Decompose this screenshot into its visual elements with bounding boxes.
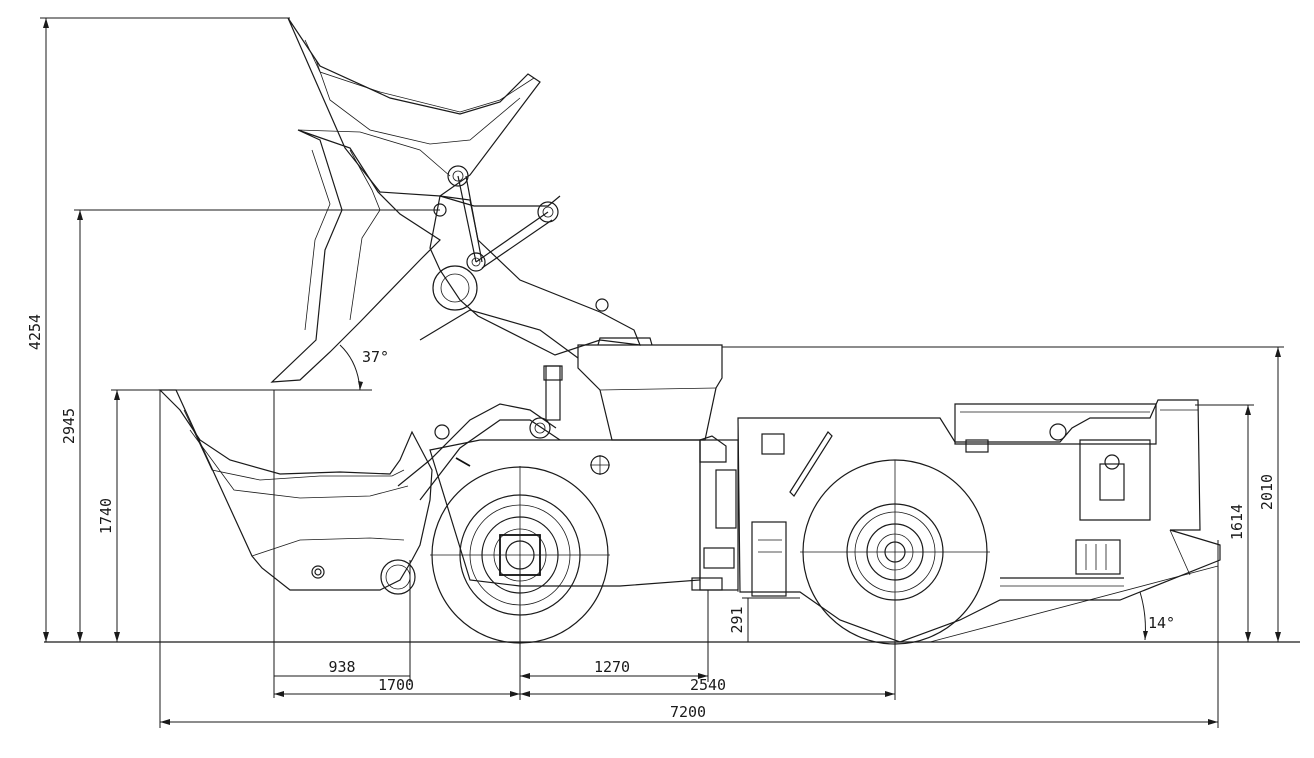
dim-front-overhang: 1700 (274, 676, 520, 697)
dim-1700-label: 1700 (378, 676, 414, 694)
dim-ground-clearance: 291 (728, 597, 800, 642)
departure-line (929, 565, 1219, 643)
dump-angle-label: 37° (362, 348, 389, 366)
dim-wheelbase: 2540 (520, 642, 896, 700)
dim-overall-length: 7200 (159, 390, 1219, 728)
dim-2945-label: 2945 (60, 408, 78, 444)
dim-front-axle-to-articulation: 1270 (519, 560, 709, 700)
front-wheel (430, 466, 610, 645)
dim-dump-reach: 938 (273, 390, 411, 698)
dump-angle-annotation: 37° (272, 344, 389, 391)
departure-angle-annotation: 14° (1139, 591, 1175, 641)
dim-1270-label: 1270 (594, 658, 630, 676)
dim-canopy-height: 2010 (722, 346, 1284, 642)
rear-frame (737, 399, 1221, 643)
dim-bucket-lip-height: 1740 (97, 389, 360, 642)
mid-bucket (270, 129, 451, 383)
dim-7200-label: 7200 (670, 703, 706, 721)
dim-overall-height-raised: 4254 (26, 17, 290, 642)
carry-bucket (158, 389, 433, 595)
dim-938-label: 938 (328, 658, 355, 676)
front-chassis (429, 439, 701, 587)
dim-4254-label: 4254 (26, 314, 44, 350)
dim-1740-label: 1740 (97, 498, 115, 534)
dim-engine-hood-height: 1614 (1195, 404, 1254, 642)
dim-291-label: 291 (728, 606, 746, 633)
dim-1614-label: 1614 (1228, 504, 1246, 540)
boom-and-linkage (397, 165, 641, 501)
dim-2010-label: 2010 (1258, 474, 1276, 510)
dim-2540-label: 2540 (690, 676, 726, 694)
rear-wheel (800, 459, 990, 645)
departure-angle-label: 14° (1148, 614, 1175, 632)
raised-bucket (287, 17, 561, 207)
dim-hinge-pin-height: 2945 (60, 209, 440, 642)
